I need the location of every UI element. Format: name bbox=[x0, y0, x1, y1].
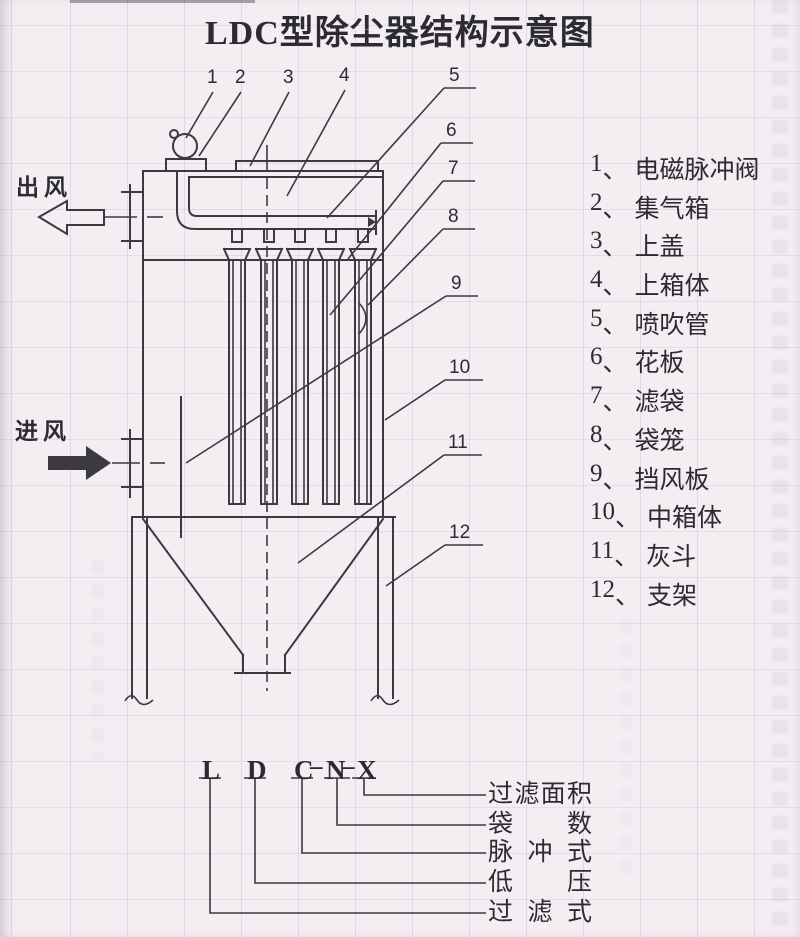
code-meaning-pulse-type: 脉冲式 bbox=[488, 839, 592, 866]
callout-6: 6 bbox=[446, 120, 457, 141]
top-cover-shape bbox=[235, 160, 379, 172]
hopper-shape bbox=[131, 516, 396, 674]
outlet-arrow-icon bbox=[37, 199, 105, 236]
page-title: LDC型除尘器结构示意图 bbox=[205, 15, 595, 52]
inlet-label: 进风 bbox=[15, 419, 71, 444]
legend-item: 2、集气箱 bbox=[590, 188, 710, 223]
inlet-flange bbox=[112, 429, 165, 498]
legend-item: 10、中箱体 bbox=[590, 498, 723, 533]
venturi-row bbox=[222, 247, 378, 262]
code-dash: – bbox=[310, 753, 323, 780]
callout-8: 8 bbox=[448, 206, 459, 227]
legend-item: 3、上盖 bbox=[590, 227, 685, 262]
legend-item: 8、袋笼 bbox=[590, 420, 685, 455]
code-letter-X: X bbox=[357, 755, 377, 785]
code-meaning-filter-type: 过滤式 bbox=[488, 899, 592, 926]
callout-5: 5 bbox=[449, 65, 460, 86]
filter-bags bbox=[228, 259, 372, 505]
legend-item: 5、喷吹管 bbox=[590, 304, 710, 339]
callout-12: 12 bbox=[449, 522, 471, 543]
code-meaning-bag-count: 袋数 bbox=[488, 811, 592, 838]
code-letter-L: L bbox=[202, 755, 221, 785]
legend-item: 9、挡风板 bbox=[590, 459, 710, 494]
leader-lines bbox=[185, 87, 483, 587]
legend-item: 4、上箱体 bbox=[590, 266, 710, 301]
blow-pipe-shape bbox=[176, 170, 377, 235]
callout-11: 11 bbox=[448, 432, 468, 453]
code-meaning-filter-area: 过滤面积 bbox=[488, 781, 592, 808]
legend-item: 12、支架 bbox=[590, 575, 698, 610]
support-legs bbox=[124, 518, 400, 706]
callout-2: 2 bbox=[235, 67, 246, 88]
legend-item: 1、电磁脉冲阀 bbox=[590, 150, 760, 184]
code-letter-C: C bbox=[294, 755, 314, 785]
inlet-arrow-icon bbox=[48, 446, 111, 480]
legend-item: 11、灰斗 bbox=[590, 536, 697, 571]
code-letter-N: N bbox=[326, 755, 346, 785]
gas-box-shape bbox=[165, 158, 207, 172]
legend-item: 7、滤袋 bbox=[590, 382, 685, 417]
nozzles bbox=[231, 228, 369, 243]
callout-7: 7 bbox=[448, 158, 459, 179]
outlet-flange bbox=[104, 184, 163, 249]
code-meaning-low-pressure: 低压 bbox=[488, 869, 592, 896]
callout-3: 3 bbox=[283, 67, 294, 88]
parts-legend: 1、电磁脉冲阀 2、集气箱 3、上盖 4、上箱体 5、喷吹管 6、花板 7、滤袋… bbox=[590, 150, 760, 614]
legend-item: 6、花板 bbox=[590, 343, 685, 378]
callout-10: 10 bbox=[449, 357, 471, 378]
callout-9: 9 bbox=[451, 273, 462, 294]
callout-4: 4 bbox=[339, 65, 350, 86]
pulse-valve-shape bbox=[169, 129, 198, 159]
scan-edge-artifact bbox=[70, 0, 255, 3]
outlet-label: 出风 bbox=[16, 175, 72, 200]
code-letter-D: D bbox=[247, 755, 267, 785]
model-code-lines bbox=[199, 777, 486, 914]
callout-1: 1 bbox=[207, 67, 218, 88]
casing-walls bbox=[142, 170, 384, 518]
code-dash: – bbox=[342, 753, 355, 780]
